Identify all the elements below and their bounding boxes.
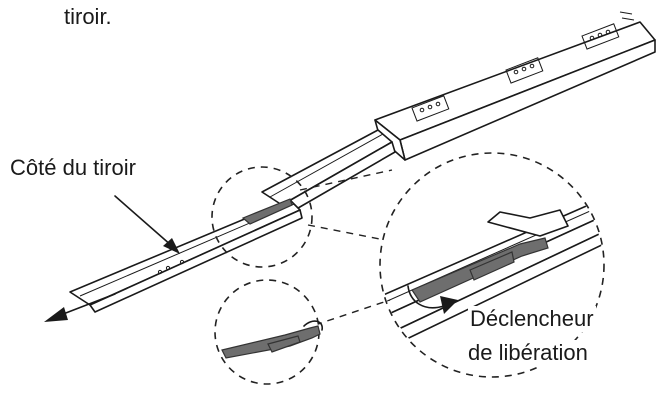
inner-rail xyxy=(69,198,303,313)
outer-rail xyxy=(374,11,656,161)
release-trigger-part xyxy=(221,325,321,359)
mounting-holes xyxy=(411,11,635,122)
drawer-side-pointer xyxy=(114,195,180,254)
detail-circle-small xyxy=(211,166,313,268)
detail-circle-part xyxy=(214,279,323,385)
release-trigger-label-line2: de libération xyxy=(466,340,590,366)
release-trigger-label-line1: Déclencheur xyxy=(468,306,596,332)
detail-circle-large xyxy=(379,152,605,378)
pull-arrow-icon xyxy=(44,293,116,322)
middle-rail xyxy=(261,129,396,216)
top-text-fragment: tiroir. xyxy=(64,4,112,29)
rotation-arrow-icon xyxy=(407,285,458,314)
drawer-side-label: Côté du tiroir xyxy=(10,155,136,180)
